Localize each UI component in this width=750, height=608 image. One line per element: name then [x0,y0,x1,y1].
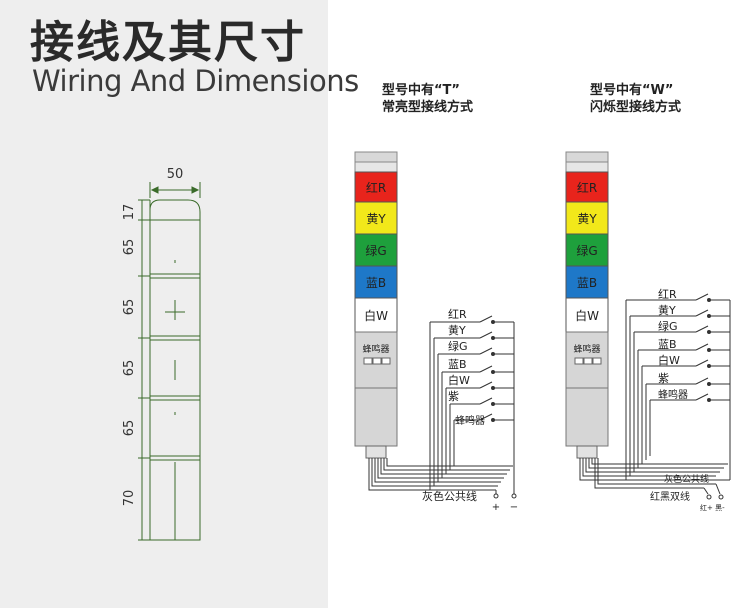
t-wire-green: 绿G [448,339,468,353]
dim-height-5: 70 [122,490,137,507]
w-segment-yellow [565,201,609,235]
t-minus: − [510,502,518,513]
w-label-green: 绿G [576,243,597,258]
w-wire-blue: 蓝B [658,338,677,351]
dim-height-1: 65 [122,239,137,256]
t-wire-white: 白W [448,373,470,387]
t-segment-yellow [354,201,398,235]
w-wire-green: 绿G [658,319,678,333]
t-label-white: 白W [364,308,388,323]
dim-height-4: 65 [122,420,137,437]
w-label-yellow: 黄Y [577,212,597,226]
t-common-label: 灰色公共线 [422,489,477,503]
t-segment-white [354,297,398,333]
w-wire-buzzer: 蜂鸣器 [658,388,688,401]
caption-w-line1: 型号中有“W” [590,82,673,98]
dim-height-3: 65 [122,360,137,377]
dim-height-2: 65 [122,299,137,316]
t-label-red: 红R [366,180,386,195]
t-label-yellow: 黄Y [366,212,386,226]
dim-height-0: 17 [122,204,137,221]
t-segment-blue [354,265,398,299]
dim-width-label: 50 [167,167,184,182]
w-flash-label: 红黑双线 [650,490,690,503]
caption-t-line1: 型号中有“T” [382,82,460,98]
t-wire-purple: 紫 [448,390,459,403]
w-label-red: 红R [577,180,597,195]
w-wire-yellow: 黄Y [658,303,676,317]
t-wire-buzzer: 蜂鸣器 [455,414,485,427]
w-wire-red: 红R [658,288,677,301]
w-wire-white: 白W [658,353,680,367]
t-label-buzzer: 蜂鸣器 [362,343,389,355]
w-label-buzzer: 蜂鸣器 [573,343,600,355]
title-chinese: 接线及其尺寸 [30,17,306,68]
t-plus: + [492,502,500,513]
t-wire-red: 红R [448,308,467,321]
t-wire-yellow: 黄Y [448,323,466,337]
title-english: Wiring And Dimensions [32,64,359,98]
t-label-green: 绿G [365,243,386,258]
w-segment-white [565,297,609,333]
w-common-label: 灰色公共线 [664,473,709,485]
w-segment-green [565,233,609,267]
w-flash-terminals: 红+ 黑- [700,503,725,512]
w-label-white: 白W [575,308,599,323]
w-label-blue: 蓝B [577,276,597,290]
caption-w-line2: 闪烁型接线方式 [590,99,681,115]
left-panel [0,0,328,608]
w-wire-purple: 紫 [658,372,669,385]
t-segment-red [354,171,398,203]
caption-t-line2: 常亮型接线方式 [382,99,473,115]
t-wire-blue: 蓝B [448,358,467,371]
t-label-blue: 蓝B [366,276,386,290]
